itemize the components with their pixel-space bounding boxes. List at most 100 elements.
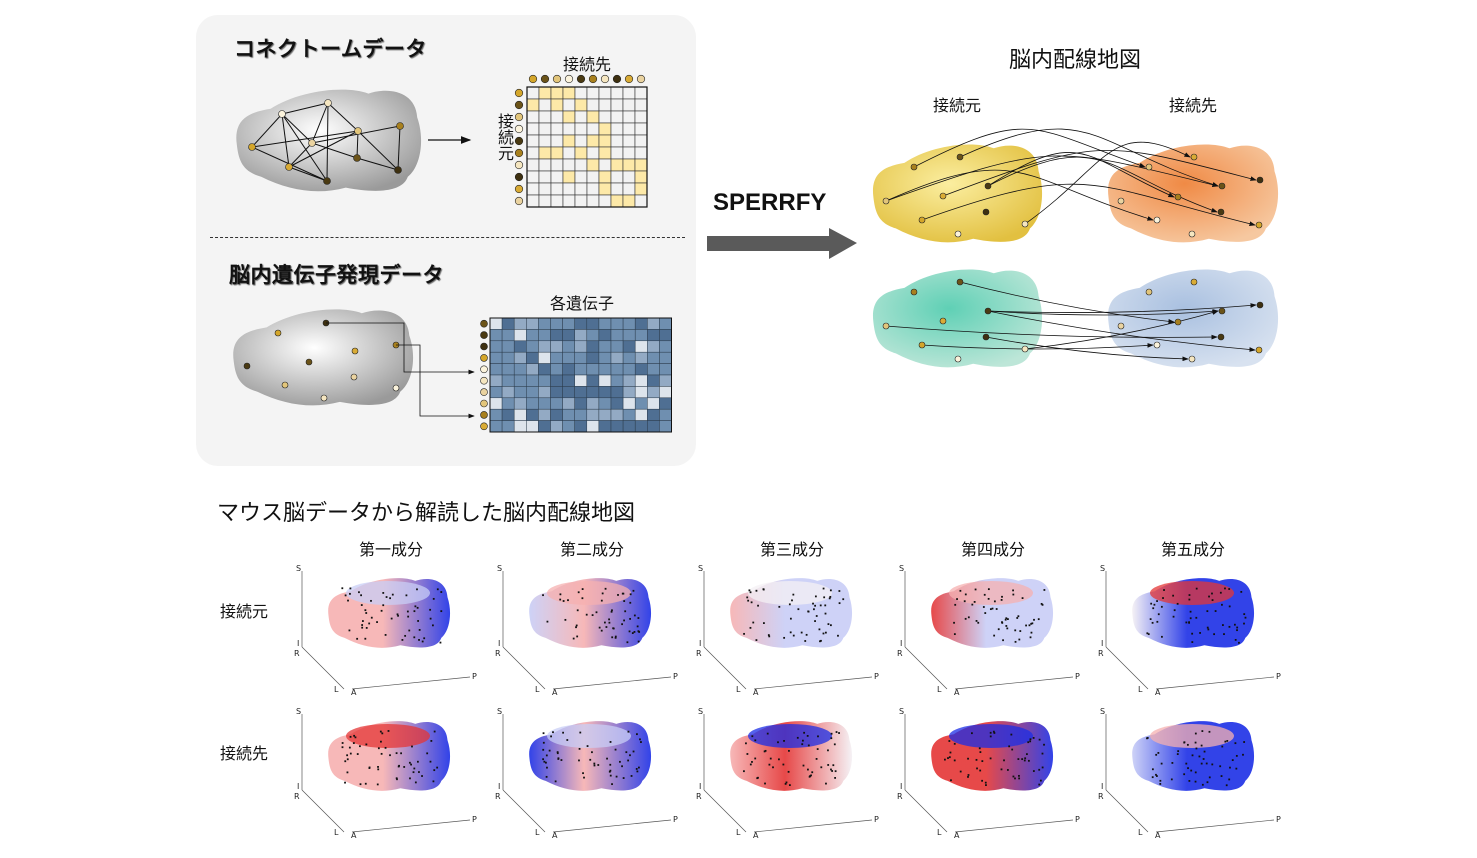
region-point (368, 622, 371, 625)
region-point (408, 629, 411, 632)
matrix-cell (538, 134, 552, 148)
matrix-cell (586, 194, 600, 208)
cortex-region (748, 724, 832, 748)
target-region-dot (540, 74, 550, 84)
region-point (749, 591, 752, 594)
gene-cell (526, 317, 539, 330)
region-point (782, 763, 785, 766)
region-point (814, 604, 817, 607)
matrix-cell (574, 86, 588, 100)
axis-label-s: S (698, 564, 703, 573)
matrix-cell (550, 110, 564, 124)
gene-cell (622, 408, 636, 421)
brain-region-node (1217, 208, 1225, 216)
region-point (1238, 641, 1240, 644)
region-point (1028, 624, 1031, 627)
region-point (981, 760, 984, 763)
region-point (993, 634, 996, 637)
gene-cell (574, 340, 588, 353)
region-point (784, 782, 787, 785)
region-point (1221, 745, 1224, 748)
region-point (1172, 615, 1175, 618)
region-point (542, 594, 544, 597)
brain-region-node (956, 153, 964, 161)
region-point (1152, 607, 1155, 610)
region-point (439, 641, 442, 644)
region-point (807, 744, 810, 747)
mapping-arrow (326, 322, 475, 375)
region-point (959, 770, 962, 773)
region-point (1226, 740, 1229, 742)
region-point (1183, 773, 1186, 776)
region-point (807, 610, 810, 613)
region-point (1023, 759, 1026, 762)
matrix-source-label: 接続元 (495, 113, 514, 161)
connection-edge (288, 166, 328, 182)
gene-cell (513, 329, 527, 342)
region-dot (480, 399, 488, 408)
region-point (416, 588, 418, 591)
region-point (362, 620, 364, 622)
gene-cell (513, 317, 527, 330)
axis-line (351, 676, 471, 690)
region-point (413, 636, 416, 639)
region-point (1206, 610, 1209, 613)
gene-cell (574, 363, 588, 376)
region-point (1160, 605, 1163, 608)
region-point (586, 745, 589, 747)
brain-region-node (305, 358, 313, 366)
gene-cell (659, 340, 672, 353)
connection-arrow (1024, 310, 1219, 350)
region-point (785, 781, 788, 784)
region-point (829, 589, 832, 592)
region-point (788, 749, 790, 752)
axis-line (552, 819, 672, 833)
axis-label-i: I (1101, 639, 1103, 648)
region-point (1000, 768, 1003, 771)
region-point (816, 748, 819, 750)
region-point (352, 742, 355, 744)
gene-cell (574, 397, 588, 410)
region-point (600, 599, 603, 602)
matrix-cell (526, 146, 540, 160)
region-point (967, 776, 969, 778)
gene-cell (622, 363, 636, 376)
region-point (976, 767, 978, 770)
gene-cell (586, 351, 600, 364)
region-point (983, 593, 986, 596)
gene-cell (659, 408, 672, 421)
region-point (1032, 770, 1035, 772)
region-point (346, 754, 349, 757)
region-point (803, 731, 806, 734)
region-point (585, 613, 588, 616)
region-point (409, 777, 411, 780)
region-point (406, 610, 409, 613)
matrix-cell (538, 182, 552, 196)
axis-label-s: S (1100, 707, 1105, 716)
region-point (1031, 622, 1034, 625)
matrix-cell (562, 182, 576, 196)
axis-label-a: A (1155, 688, 1161, 697)
region-point (810, 774, 812, 777)
source-region-dot (514, 184, 524, 194)
region-point (813, 608, 815, 611)
region-point (1234, 638, 1237, 641)
gene-cell (526, 340, 539, 353)
region-point (614, 635, 617, 638)
region-point (833, 743, 836, 746)
region-point (429, 617, 432, 620)
region-point (1006, 627, 1009, 630)
cortex-region (1150, 724, 1234, 748)
region-point (631, 632, 634, 635)
region-point (1026, 753, 1028, 756)
region-point (1014, 640, 1017, 643)
gene-cell (489, 386, 503, 399)
brain-region-node (1174, 193, 1182, 201)
connection-edge (356, 157, 399, 171)
axis-label-r: R (294, 649, 300, 658)
region-dot (480, 388, 488, 396)
region-point (1195, 616, 1198, 619)
region-point (963, 600, 966, 603)
region-point (403, 766, 406, 768)
